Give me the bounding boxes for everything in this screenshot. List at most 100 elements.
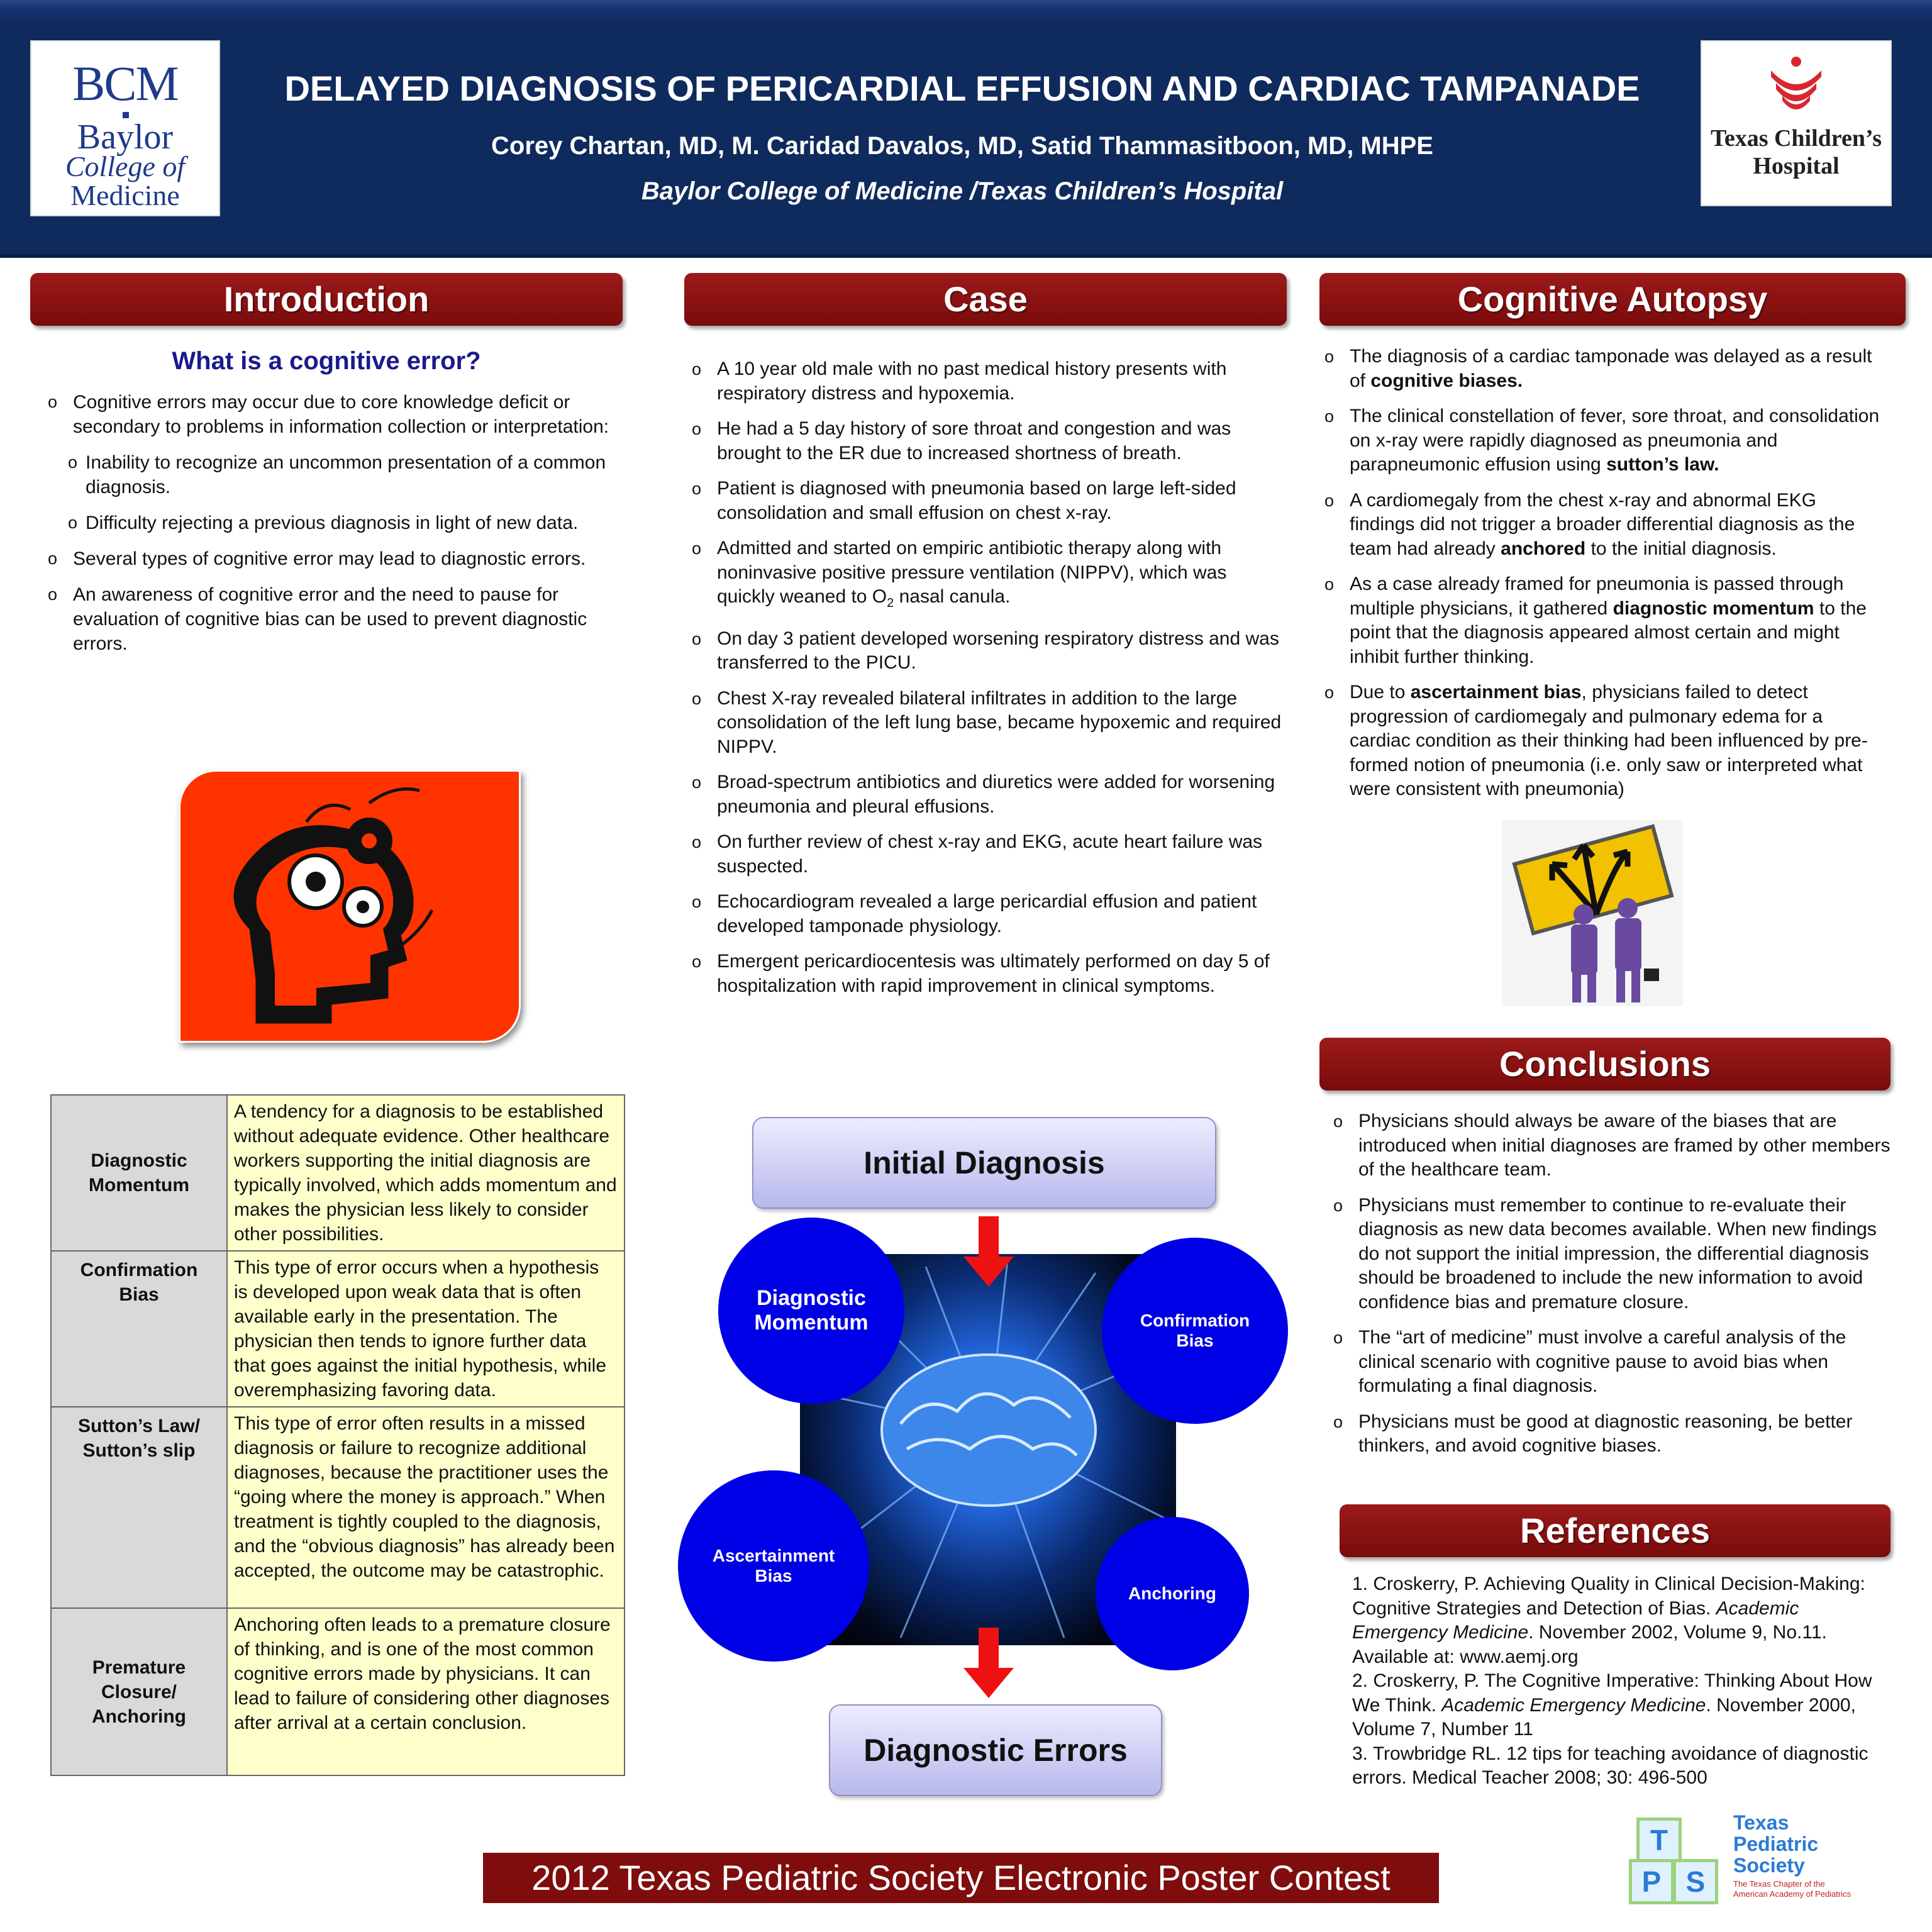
case-item: Patient is diagnosed with pneumonia base…: [692, 477, 1283, 525]
tps-logo-tag1: The Texas Chapter of the: [1733, 1879, 1825, 1889]
term-line: Sutton’s Law/: [78, 1416, 200, 1436]
reference-item: 2. Croskerry, P. The Cognitive Imperativ…: [1352, 1669, 1893, 1742]
introduction-subheading: What is a cognitive error?: [172, 347, 481, 375]
term-line: Momentum: [89, 1175, 189, 1196]
introduction-text: Cognitive errors may occur due to core k…: [48, 390, 614, 667]
reference-text: 1. Croskerry, P. Achieving Quality in Cl…: [1352, 1574, 1865, 1619]
conclusion-item: Physicians must be good at diagnostic re…: [1333, 1410, 1893, 1458]
crossroads-image: [1502, 820, 1683, 1006]
bcm-logo-line1: Baylor: [77, 118, 174, 157]
crossroads-sign-icon: [1512, 824, 1674, 1002]
conclusions-heading: Conclusions: [1319, 1038, 1890, 1091]
cognitive-head-image: [179, 770, 521, 1043]
table-desc-cell: This type of error occurs when a hypothe…: [226, 1250, 625, 1407]
reference-journal: Academic Emergency Medicine: [1441, 1694, 1706, 1716]
bcm-logo-dot: [123, 112, 129, 118]
intro-sub-bullet: Inability to recognize an uncommon prese…: [68, 450, 614, 499]
table-desc-cell: A tendency for a diagnosis to be establi…: [226, 1094, 625, 1252]
diagnostic-momentum-circle: Diagnostic Momentum: [718, 1218, 904, 1404]
term-line: Sutton’s slip: [82, 1440, 196, 1461]
head-gears-icon: [233, 787, 434, 1024]
autopsy-item: A cardiomegaly from the chest x-ray and …: [1324, 489, 1884, 562]
footer-banner: 2012 Texas Pediatric Society Electronic …: [483, 1853, 1439, 1903]
reference-item: 1. Croskerry, P. Achieving Quality in Cl…: [1352, 1572, 1893, 1669]
table-desc-cell: This type of error often results in a mi…: [226, 1406, 625, 1609]
tch-heart-icon: [1771, 57, 1821, 109]
brain-network-icon: [812, 1260, 1165, 1638]
tps-logo: T P S Texas Pediatric Society The Texas …: [1626, 1811, 1878, 1906]
tps-block-t: T: [1636, 1818, 1682, 1863]
cognitive-autopsy-heading: Cognitive Autopsy: [1319, 273, 1906, 326]
term-line: Premature: [92, 1657, 186, 1678]
conclusion-item: The “art of medicine” must involve a car…: [1333, 1326, 1893, 1399]
table-desc-cell: Anchoring often leads to a premature clo…: [226, 1607, 625, 1776]
tch-logo-line1: Texas Children’s: [1710, 125, 1882, 152]
poster-header: [0, 0, 1932, 258]
poster-title: DELAYED DIAGNOSIS OF PERICARDIAL EFFUSIO…: [284, 69, 1640, 108]
case-item: Echocardiogram revealed a large pericard…: [692, 890, 1283, 938]
table-row: Sutton’s Law/Sutton’s slip This type of …: [50, 1406, 625, 1609]
arrow-down-icon: [963, 1628, 1014, 1698]
case-item: He had a 5 day history of sore throat an…: [692, 417, 1283, 465]
intro-bullet: Several types of cognitive error may lea…: [48, 547, 614, 571]
case-item: A 10 year old male with no past medical …: [692, 357, 1283, 406]
conclusions-text: Physicians should always be aware of the…: [1333, 1109, 1893, 1470]
case-heading: Case: [684, 273, 1287, 326]
poster-institution: Baylor College of Medicine /Texas Childr…: [641, 177, 1284, 205]
tps-block-s: S: [1673, 1859, 1718, 1904]
anchoring-circle: Anchoring: [1096, 1517, 1249, 1670]
autopsy-text: to the initial diagnosis.: [1585, 538, 1777, 559]
tps-logo-line2: Pediatric: [1733, 1833, 1819, 1855]
poster-authors: Corey Chartan, MD, M. Caridad Davalos, M…: [491, 132, 1433, 160]
autopsy-keyword: cognitive biases.: [1370, 370, 1523, 391]
reference-text: . November 2002, Volume 9, No.11. Availa…: [1352, 1622, 1827, 1667]
arrow-down-icon: [963, 1216, 1014, 1287]
case-item: Chest X-ray revealed bilateral infiltrat…: [692, 687, 1283, 760]
autopsy-item: The diagnosis of a cardiac tamponade was…: [1324, 345, 1884, 393]
reference-item: 3. Trowbridge RL. 12 tips for teaching a…: [1352, 1743, 1868, 1789]
case-item-tail: nasal canula.: [894, 586, 1011, 607]
tch-logo-line2: Hospital: [1753, 153, 1840, 179]
autopsy-item: As a case already framed for pneumonia i…: [1324, 572, 1884, 669]
table-term-cell: Sutton’s Law/Sutton’s slip: [50, 1406, 228, 1609]
reference-journal: Academic Emergency Medicine: [1352, 1597, 1799, 1643]
case-item-text: Admitted and started on empiric antibiot…: [717, 538, 1227, 607]
bcm-logo-mark: BCM: [72, 56, 179, 111]
autopsy-keyword: sutton’s law.: [1606, 454, 1719, 475]
term-line: Diagnostic: [91, 1150, 187, 1171]
tps-logo-tag2: American Academy of Pediatrics: [1733, 1889, 1852, 1899]
tch-logo: Texas Children’s Hospital: [1701, 40, 1892, 206]
references-heading: References: [1340, 1504, 1890, 1557]
reference-text: 2. Croskerry, P. The Cognitive Imperativ…: [1352, 1670, 1872, 1716]
term-line: Confirmation: [80, 1260, 198, 1280]
autopsy-text: A cardiomegaly from the chest x-ray and …: [1350, 489, 1855, 559]
autopsy-text: Due to: [1350, 682, 1411, 702]
autopsy-text: As a case already framed for pneumonia i…: [1350, 574, 1844, 619]
autopsy-text: , physicians failed to detect progressio…: [1350, 682, 1868, 799]
references-text: 1. Croskerry, P. Achieving Quality in Cl…: [1352, 1572, 1893, 1790]
bcm-logo: BCM Baylor College of Medicine: [30, 40, 220, 216]
intro-bullet: An awareness of cognitive error and the …: [48, 582, 614, 656]
intro-sub-bullet: Difficulty rejecting a previous diagnosi…: [68, 511, 614, 535]
autopsy-keyword: diagnostic momentum: [1613, 597, 1814, 619]
intro-bullet: Cognitive errors may occur due to core k…: [48, 390, 614, 439]
case-item: On day 3 patient developed worsening res…: [692, 627, 1283, 675]
ascertainment-bias-circle: Ascertainment Bias: [678, 1470, 869, 1662]
bcm-logo-line2: College of: [65, 150, 186, 182]
introduction-heading: Introduction: [30, 273, 623, 326]
bcm-logo-line3: Medicine: [70, 179, 180, 211]
case-text: A 10 year old male with no past medical …: [692, 357, 1283, 1009]
initial-diagnosis-box: Initial Diagnosis: [752, 1117, 1216, 1209]
case-item: On further review of chest x-ray and EKG…: [692, 830, 1283, 879]
autopsy-text: The diagnosis of a cardiac tamponade was…: [1350, 346, 1872, 391]
tps-logo-line3: Society: [1733, 1854, 1805, 1877]
autopsy-item: Due to ascertainment bias, physicians fa…: [1324, 680, 1884, 802]
autopsy-item: The clinical constellation of fever, sor…: [1324, 404, 1884, 477]
case-item: Broad-spectrum antibiotics and diuretics…: [692, 770, 1283, 819]
tps-block-p: P: [1629, 1859, 1674, 1904]
